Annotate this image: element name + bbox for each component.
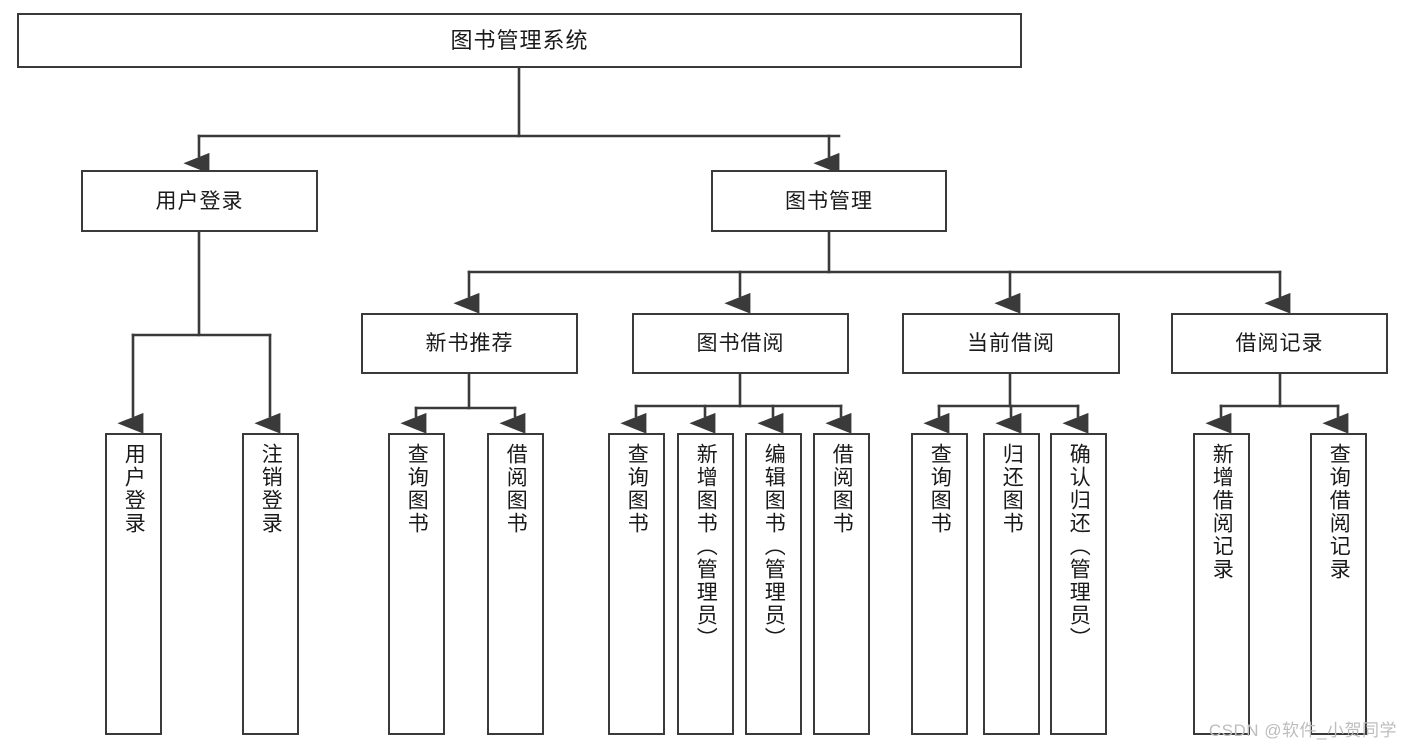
- node-leaf5[interactable]: 查询图书: [608, 433, 665, 735]
- node-label: 借阅图书: [830, 443, 854, 535]
- node-leaf3[interactable]: 查询图书: [388, 433, 445, 735]
- node-label: 当前借阅: [967, 332, 1055, 355]
- node-l2a[interactable]: 用户登录: [81, 170, 318, 232]
- node-label: 借阅记录: [1235, 332, 1324, 355]
- node-label: 编辑图书（管理员）: [762, 443, 786, 650]
- node-label: 新书推荐: [425, 332, 514, 355]
- node-leaf6[interactable]: 新增图书（管理员）: [677, 433, 734, 735]
- node-leaf10[interactable]: 归还图书: [983, 433, 1040, 735]
- node-leaf1[interactable]: 用户登录: [105, 433, 162, 735]
- node-label: 查询图书: [405, 443, 429, 535]
- node-label: 图书管理系统: [450, 27, 589, 53]
- node-label: 借阅图书: [504, 443, 528, 535]
- node-label: 注销登录: [259, 443, 283, 535]
- node-label: 图书借阅: [696, 332, 785, 355]
- node-label: 查询图书: [625, 443, 649, 535]
- node-l3a[interactable]: 新书推荐: [361, 313, 578, 374]
- node-label: 查询图书: [928, 443, 952, 535]
- node-label: 图书管理: [785, 189, 873, 213]
- node-leaf12[interactable]: 新增借阅记录: [1193, 433, 1250, 735]
- node-label: 新增借阅记录: [1210, 443, 1234, 581]
- node-label: 查询借阅记录: [1327, 443, 1351, 581]
- node-label: 用户登录: [122, 443, 146, 535]
- node-label: 新增图书（管理员）: [694, 443, 718, 650]
- watermark: CSDN @软件_小贺同学: [1208, 721, 1397, 740]
- node-leaf13[interactable]: 查询借阅记录: [1310, 433, 1367, 735]
- node-l3b[interactable]: 图书借阅: [632, 313, 849, 374]
- node-l3d[interactable]: 借阅记录: [1171, 313, 1388, 374]
- node-leaf8[interactable]: 借阅图书: [813, 433, 870, 735]
- node-label: 确认归还（管理员）: [1067, 443, 1091, 650]
- node-l2b[interactable]: 图书管理: [711, 170, 947, 232]
- node-l3c[interactable]: 当前借阅: [902, 313, 1120, 374]
- node-leaf7[interactable]: 编辑图书（管理员）: [745, 433, 802, 735]
- node-leaf2[interactable]: 注销登录: [242, 433, 299, 735]
- node-leaf9[interactable]: 查询图书: [911, 433, 968, 735]
- node-label: 用户登录: [155, 189, 244, 213]
- node-leaf4[interactable]: 借阅图书: [487, 433, 544, 735]
- node-label: 归还图书: [1000, 443, 1024, 535]
- node-root[interactable]: 图书管理系统: [17, 13, 1022, 68]
- node-leaf11[interactable]: 确认归还（管理员）: [1050, 433, 1107, 735]
